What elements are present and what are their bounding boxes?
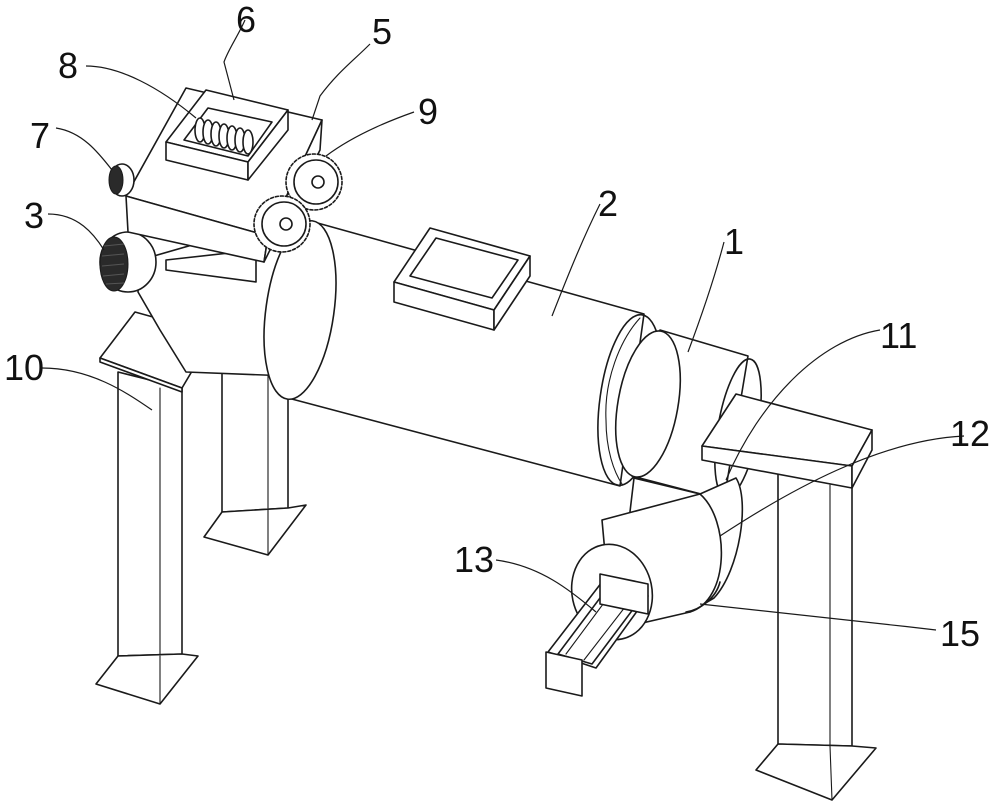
- motor-7: [108, 163, 135, 197]
- callout-7: 7: [30, 115, 50, 156]
- motor-3: [99, 231, 157, 293]
- left-support-10: [95, 311, 215, 705]
- callout-9: 9: [418, 91, 438, 132]
- gears-9: [253, 153, 343, 253]
- callout-13: 13: [454, 539, 494, 580]
- callout-12: 12: [950, 413, 990, 454]
- callout-10: 10: [4, 347, 44, 388]
- callout-11: 11: [880, 315, 917, 356]
- rear-left-leg: [203, 364, 307, 556]
- callout-1: 1: [724, 221, 744, 262]
- callout-2: 2: [598, 183, 618, 224]
- right-support-plate-11: [701, 393, 873, 489]
- leader-lines: [41, 19, 965, 631]
- right-leg: [755, 469, 877, 801]
- main-drum-2: [263, 219, 663, 487]
- callout-5: 5: [372, 11, 392, 52]
- callout-3: 3: [24, 195, 44, 236]
- screen-8: [194, 117, 254, 155]
- callout-8: 8: [58, 45, 78, 86]
- callout-6: 6: [236, 0, 256, 40]
- drum-hatch: [393, 227, 531, 331]
- rod-13: [545, 573, 649, 697]
- callout-15: 15: [940, 613, 980, 654]
- callout-labels: 6 5 8 9 7 3 2 1 11 10 12 13 15: [4, 0, 990, 654]
